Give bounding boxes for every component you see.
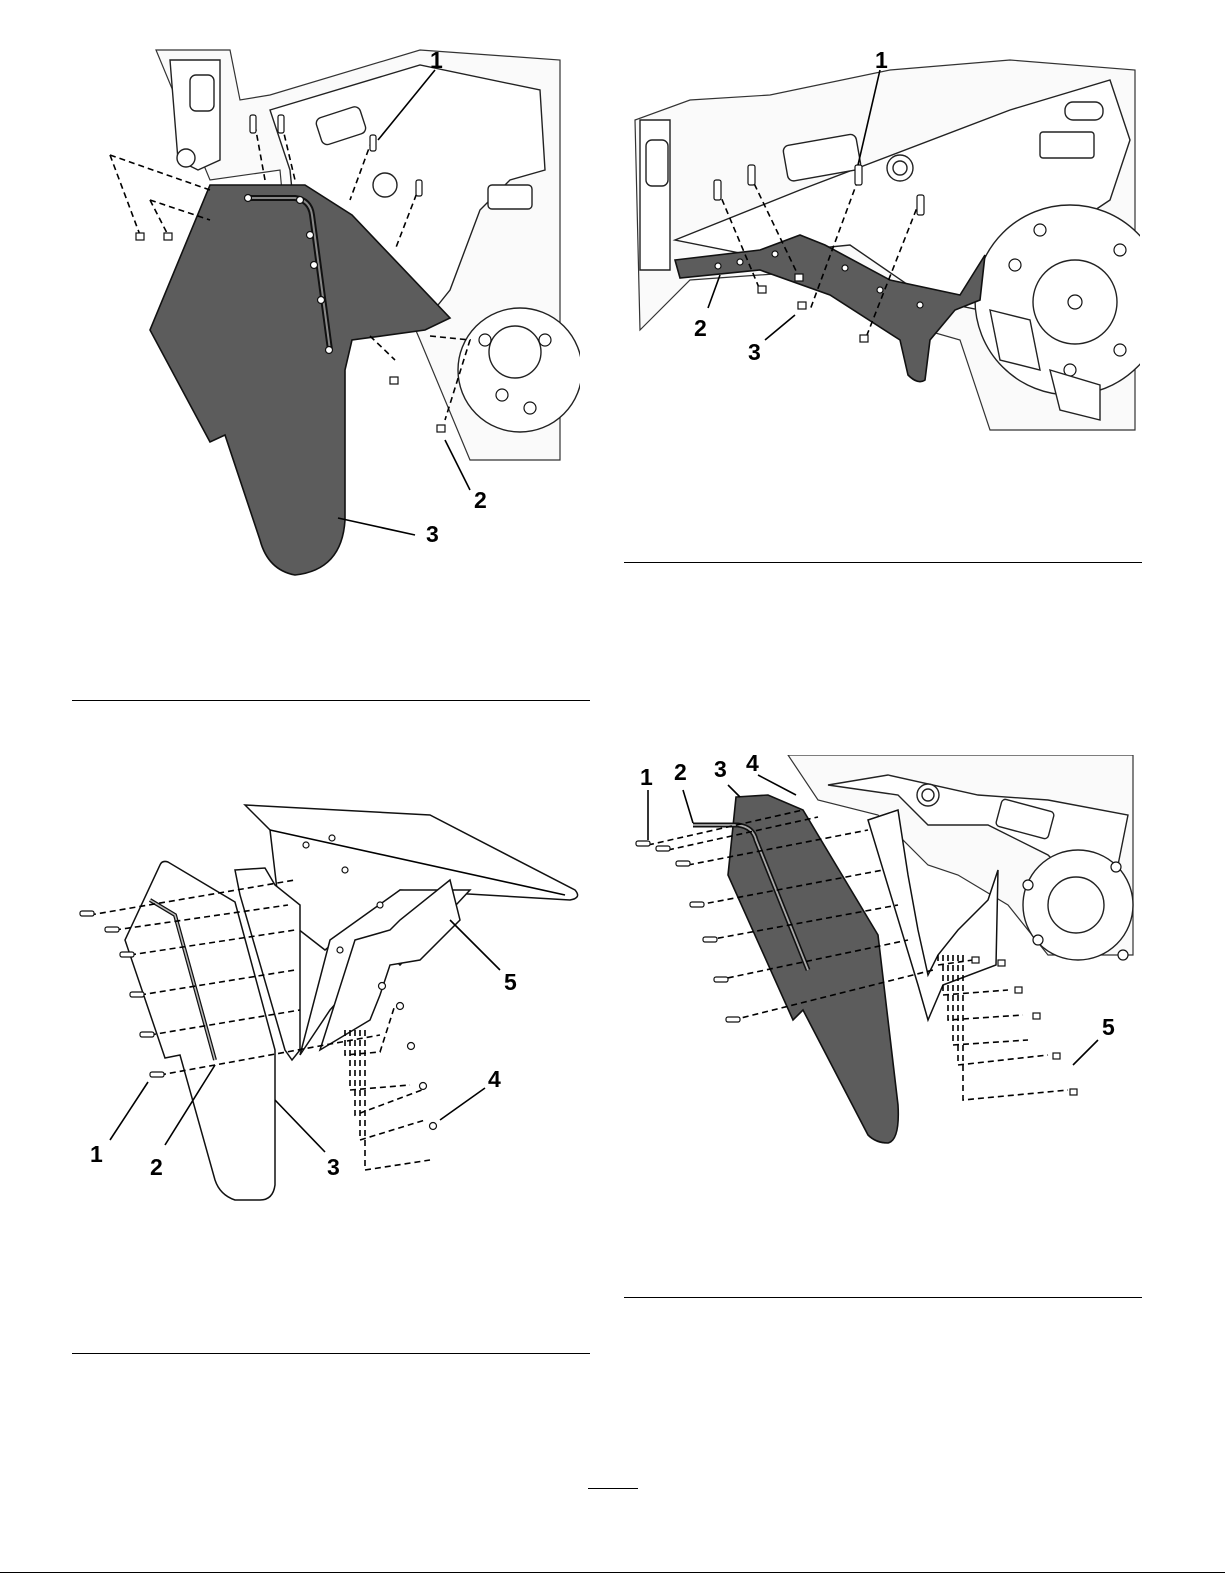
callout-1: 1 <box>875 47 888 73</box>
callout-3: 3 <box>714 756 727 782</box>
callout-5: 5 <box>1102 1014 1115 1040</box>
divider <box>72 700 590 701</box>
callout-3: 3 <box>327 1154 340 1180</box>
callout-3: 3 <box>748 339 761 365</box>
callout-4: 4 <box>488 1066 501 1092</box>
figure-top-left: 1 2 3 <box>90 40 580 600</box>
figure-bottom-right: 1 2 3 4 5 <box>628 755 1138 1155</box>
divider <box>624 562 1142 563</box>
callout-2: 2 <box>674 759 687 785</box>
figure-bottom-left: 1 2 3 4 5 <box>70 790 590 1210</box>
callout-2: 2 <box>150 1154 163 1180</box>
figure-top-right: 1 2 3 <box>630 40 1140 440</box>
figure-bottom-right-drawing: 1 2 3 4 5 <box>628 755 1138 1155</box>
page-number-rule <box>588 1488 638 1489</box>
callout-2: 2 <box>474 487 487 513</box>
page-bottom-rule <box>0 1572 1225 1573</box>
figure-bottom-left-drawing: 1 2 3 4 5 <box>70 790 590 1210</box>
divider <box>624 1297 1142 1298</box>
figure-top-left-drawing: 1 2 3 <box>90 40 580 600</box>
callout-5: 5 <box>504 969 517 995</box>
callout-4: 4 <box>746 755 759 776</box>
callout-1: 1 <box>640 764 653 790</box>
callout-1: 1 <box>430 47 443 73</box>
figure-top-right-drawing: 1 2 3 <box>630 40 1140 440</box>
callout-3: 3 <box>426 521 439 547</box>
callout-1: 1 <box>90 1141 103 1167</box>
callout-2: 2 <box>694 315 707 341</box>
divider <box>72 1353 590 1354</box>
